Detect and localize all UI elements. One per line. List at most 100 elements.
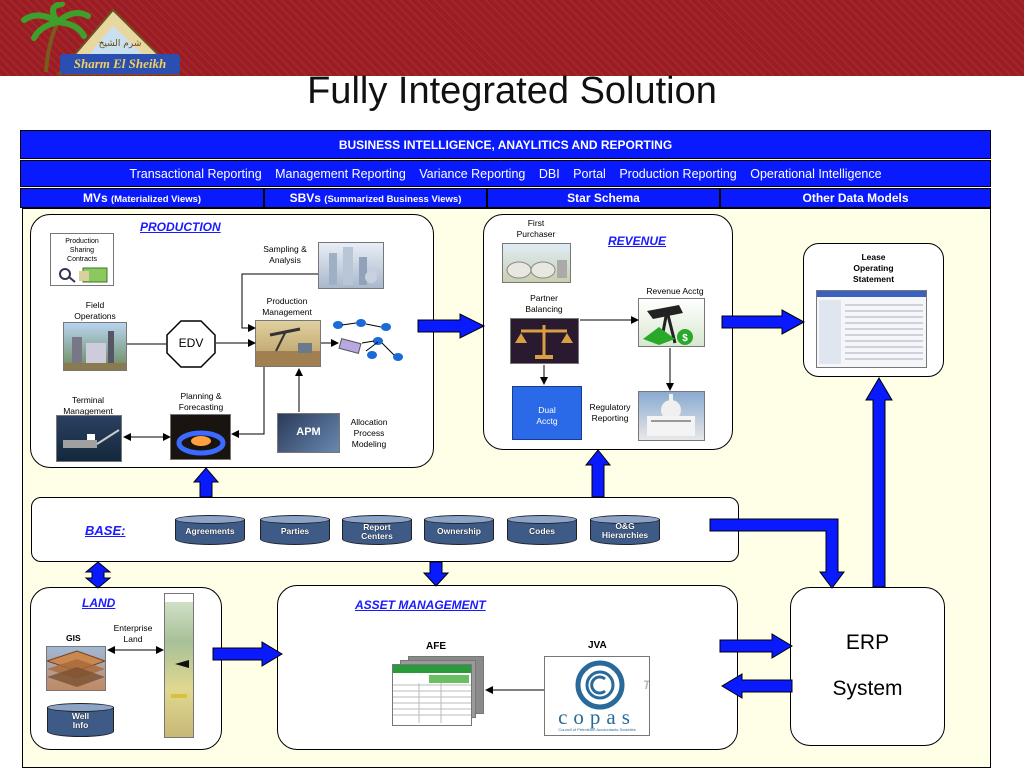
reporting-types-bar: Transactional Reporting Management Repor… xyxy=(20,160,991,187)
report-screenshot-icon xyxy=(817,291,926,364)
base-label: BASE: xyxy=(85,523,126,538)
apm-image: APM xyxy=(277,413,340,453)
pumpjack-dollar-icon: $ xyxy=(643,305,693,345)
report-type: Portal xyxy=(573,167,606,181)
planning-image xyxy=(170,414,231,460)
copas-subtitle: Council of Petroleum Accountants Societi… xyxy=(558,727,636,732)
gis-image xyxy=(45,646,107,691)
production-to-revenue-arrow xyxy=(417,313,486,339)
codes-db: Codes xyxy=(507,515,577,545)
regulatory-image xyxy=(638,391,705,441)
apm-label: APM xyxy=(296,426,321,438)
terrain-layers-icon xyxy=(45,650,107,687)
first-purchaser-image xyxy=(502,243,571,283)
land-header: LAND xyxy=(82,596,116,610)
contract-money-icon xyxy=(59,267,108,283)
bi-reporting-bar: BUSINESS INTELLIGENCE, ANAYLITICS AND RE… xyxy=(20,130,991,159)
report-type: Variance Reporting xyxy=(419,167,526,181)
sharm-el-sheikh-logo: شرم الشيخ Sharm El Sheikh xyxy=(18,1,188,76)
logo-text: Sharm El Sheikh xyxy=(74,56,167,71)
model-star-schema: Star Schema xyxy=(487,188,720,208)
report-type: Production Reporting xyxy=(619,167,737,181)
well-log-icon xyxy=(165,594,193,698)
revenue-acctg-label: Revenue Acctg xyxy=(646,286,704,296)
asset-management-header: ASSET MANAGEMENT xyxy=(355,598,486,612)
revenue-acctg-image: $ xyxy=(638,298,705,347)
sampling-image xyxy=(318,242,384,289)
page-title: Fully Integrated Solution xyxy=(307,70,717,112)
agreements-db: Agreements xyxy=(175,515,245,545)
base-to-production-arrow xyxy=(192,467,220,498)
model-other: Other Data Models xyxy=(720,188,991,208)
process-flow-icon xyxy=(333,319,403,361)
report-type: Transactional Reporting xyxy=(129,167,262,181)
production-header: PRODUCTION xyxy=(140,220,221,234)
gas-flame-icon xyxy=(176,430,226,456)
copas-c-icon: T xyxy=(575,660,652,710)
parties-db: Parties xyxy=(260,515,330,545)
report-type: Operational Intelligence xyxy=(750,167,882,181)
prod-to-planning-line xyxy=(231,367,265,438)
erp-to-lease-arrow xyxy=(865,377,893,588)
edv-octagon xyxy=(166,320,216,368)
revenue-to-lease-arrow xyxy=(721,309,806,335)
spreadsheet-icon xyxy=(393,665,471,723)
enterprise-land-image xyxy=(164,593,194,738)
sampling-label: Sampling &Analysis xyxy=(263,244,307,265)
terminal-image xyxy=(56,415,122,462)
storage-tanks-icon xyxy=(506,260,567,279)
jva-label: JVA xyxy=(588,640,607,651)
ownership-db: Ownership xyxy=(424,515,494,545)
asset-management-panel xyxy=(277,585,738,750)
sampling-to-prod-line xyxy=(241,273,318,332)
revenue-header: REVENUE xyxy=(608,234,667,248)
lease-statement-screenshot xyxy=(816,290,927,368)
svg-text:شرم الشيخ: شرم الشيخ xyxy=(99,39,142,49)
afe-label: AFE xyxy=(426,641,446,652)
copas-wordmark: copas xyxy=(558,705,636,729)
base-to-erp-arrow xyxy=(709,518,845,589)
erp-panel xyxy=(790,587,945,746)
report-type: Management Reporting xyxy=(275,167,406,181)
erp-to-asset-arrow xyxy=(721,673,793,699)
lab-equipment-icon xyxy=(329,247,377,285)
report-type: DBI xyxy=(538,167,560,181)
gis-label: GIS xyxy=(66,633,81,643)
base-to-revenue-arrow xyxy=(584,449,612,498)
planning-label: Planning &Forecasting xyxy=(178,391,224,412)
oil-facility-icon xyxy=(64,331,126,370)
model-sbvs: SBVs (Summarized Business Views) xyxy=(264,188,487,208)
balance-scale-icon xyxy=(515,325,573,359)
base-land-arrow xyxy=(84,561,112,589)
edv-label: EDV xyxy=(178,336,204,350)
land-to-asset-arrow xyxy=(212,641,283,667)
asset-to-erp-arrow xyxy=(719,633,793,659)
svg-text:$: $ xyxy=(682,333,688,344)
afe-spreadsheet-image xyxy=(392,664,472,726)
capitol-building-icon xyxy=(647,394,695,436)
partner-balancing-image xyxy=(510,318,579,364)
tanker-terminal-icon xyxy=(63,429,120,448)
svg-text:T: T xyxy=(643,678,649,692)
base-to-asset-arrow xyxy=(422,561,450,587)
pumpjack-field-icon xyxy=(256,327,320,366)
copas-logo: T copas Council of Petroleum Accountants… xyxy=(544,656,652,736)
model-mvs: MVs (Materialized Views) xyxy=(20,188,264,208)
field-ops-image xyxy=(63,322,127,371)
